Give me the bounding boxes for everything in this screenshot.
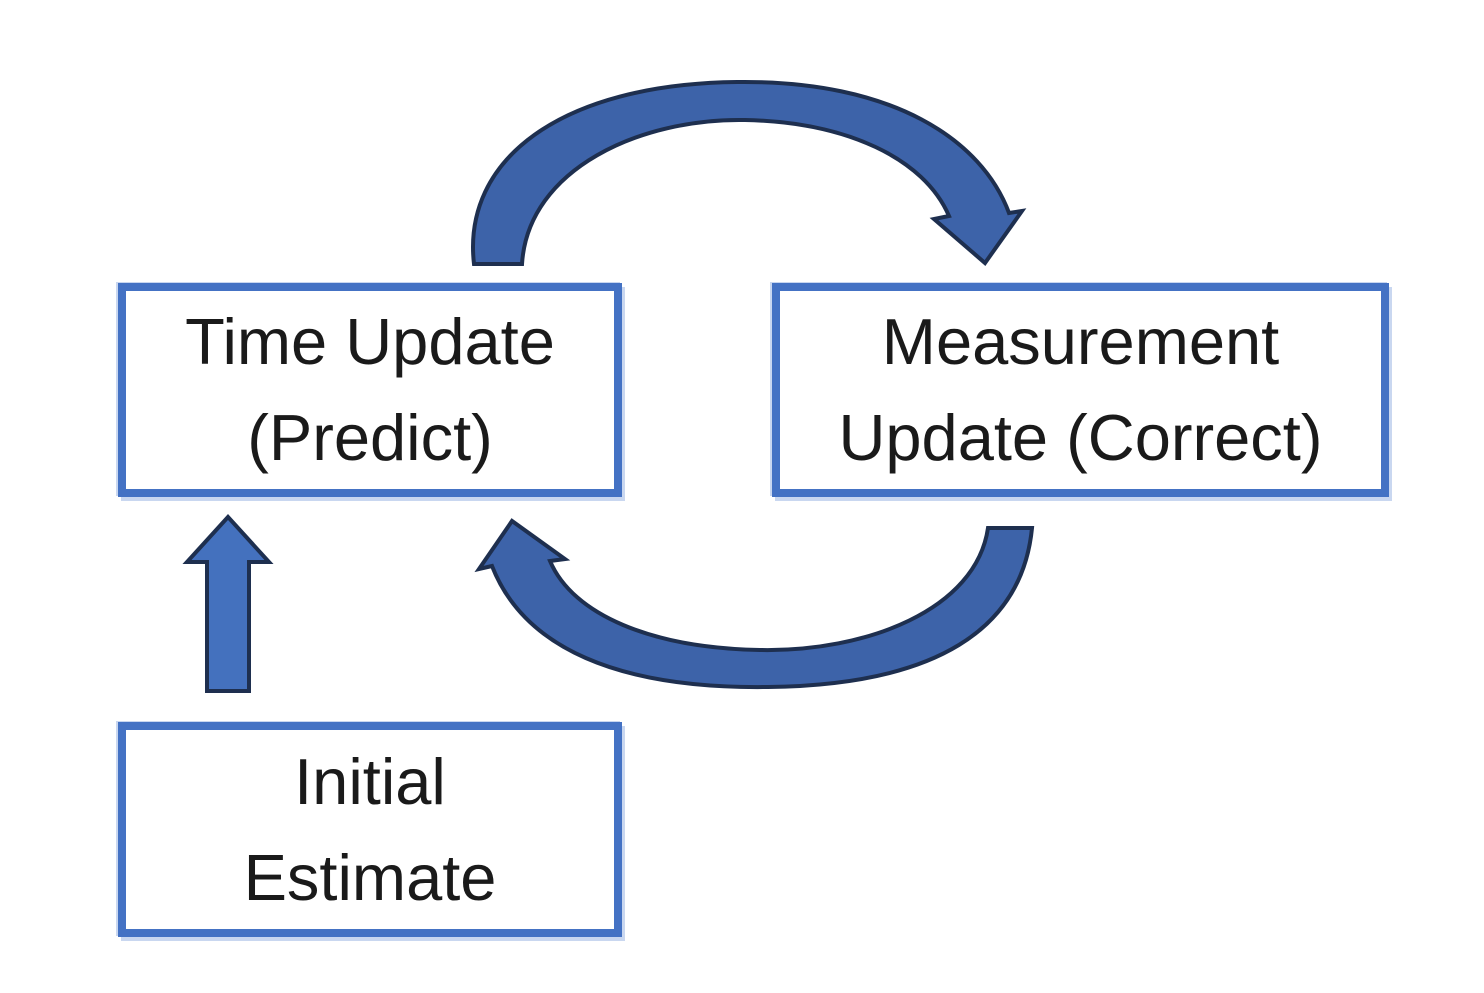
node-time-update-line2: (Predict) <box>247 401 493 474</box>
up-arrow-icon <box>182 514 274 693</box>
node-measurement-update-line1: Measurement <box>881 305 1280 378</box>
node-measurement-update: Measurement Update (Correct) <box>772 283 1389 497</box>
cycle-arrow-bottom-icon <box>474 518 1035 690</box>
node-initial-estimate: Initial Estimate <box>118 722 622 937</box>
node-measurement-update-line2: Update (Correct) <box>838 401 1323 474</box>
node-time-update-line1: Time Update <box>185 305 555 378</box>
cycle-arrow-top-icon <box>471 79 1027 266</box>
node-initial-estimate-line2: Estimate <box>243 840 497 914</box>
node-initial-estimate-line1: Initial <box>294 744 446 818</box>
node-time-update: Time Update (Predict) <box>118 283 622 497</box>
